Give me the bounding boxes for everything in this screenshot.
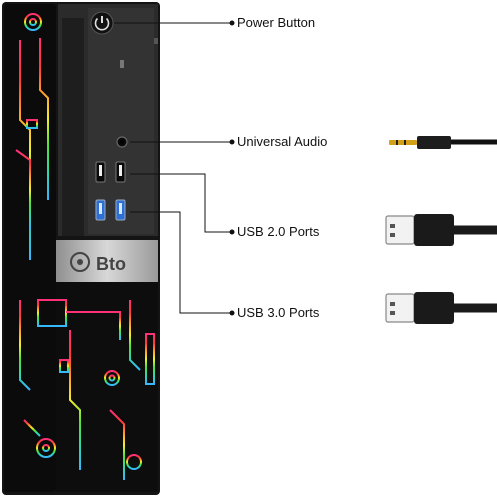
usb-cable-icon [385, 292, 497, 324]
drive-led-icon [120, 60, 124, 68]
brand-logo-text: Bto [96, 254, 126, 274]
callout-universal-audio: Universal Audio [237, 134, 328, 149]
pc-case [2, 2, 160, 495]
callout-usb2-ports: USB 2.0 Ports [237, 224, 320, 239]
usb2-ports[interactable] [95, 161, 126, 183]
leader-dots [229, 20, 235, 316]
audio-jack-cable-icon [389, 136, 497, 149]
audio-port[interactable] [116, 136, 128, 148]
callout-usb3-ports: USB 3.0 Ports [237, 305, 320, 320]
leader-lines [114, 22, 232, 314]
usb-cable-icon [385, 214, 497, 246]
brand-logo: Bto [70, 252, 126, 274]
circuit-traces [11, 10, 155, 480]
callout-power-button: Power Button [237, 15, 316, 30]
logo-band [56, 240, 158, 282]
usb3-ports[interactable] [95, 199, 126, 221]
power-button[interactable] [90, 11, 114, 35]
